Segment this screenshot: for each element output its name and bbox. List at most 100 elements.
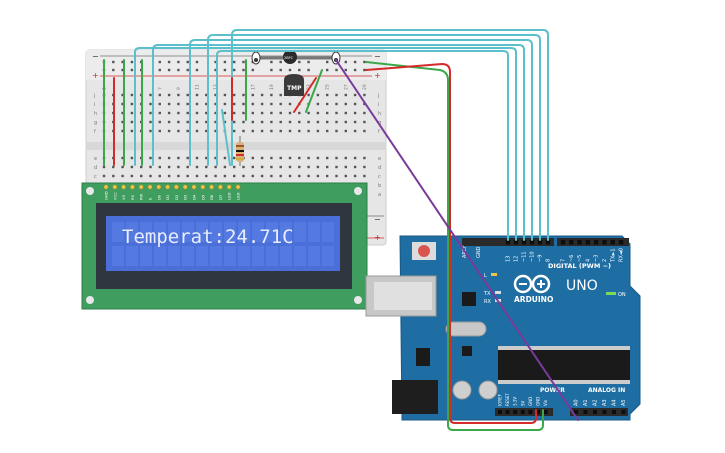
lcd-cell	[126, 246, 138, 266]
breadboard-hole	[130, 129, 134, 133]
lcd-pin-label: D6	[209, 194, 214, 200]
lcd-cell	[182, 246, 194, 266]
breadboard-hole	[130, 174, 134, 178]
breadboard-hole	[242, 174, 245, 178]
breadboard-hole	[363, 93, 366, 97]
breadboard-hole	[353, 120, 357, 124]
top-fixture[interactable]: 2BFC	[251, 50, 341, 65]
breadboard-hole	[223, 93, 227, 97]
breadboard-hole	[260, 111, 264, 115]
breadboard-hole	[316, 120, 320, 124]
wire-red-sensor[interactable]	[293, 77, 317, 113]
wire-a0-signal[interactable]	[335, 59, 579, 421]
row-letter: h	[94, 111, 97, 117]
breadboard-hole	[344, 111, 347, 115]
breadboard-hole	[149, 93, 152, 97]
breadboard-hole	[233, 165, 236, 169]
rail-hole	[130, 68, 134, 72]
breadboard-hole	[158, 111, 161, 115]
breadboard-hole	[316, 174, 320, 178]
breadboard-hole	[298, 120, 301, 124]
breadboard-hole	[102, 174, 106, 178]
wire-5v-to-arduino[interactable]	[365, 63, 537, 424]
reset-button[interactable]	[418, 245, 430, 257]
column-number: 25	[325, 84, 331, 90]
wire-d13[interactable]	[216, 50, 509, 241]
l-led-label: L	[484, 273, 487, 279]
rail-hole	[195, 60, 199, 64]
breadboard-hole	[260, 156, 264, 160]
breadboard-hole	[149, 129, 152, 133]
breadboard-hole	[298, 174, 301, 178]
breadboard-hole	[177, 102, 180, 106]
rail-hole	[326, 60, 329, 64]
lcd-pin	[226, 184, 232, 190]
header-pin	[543, 410, 548, 414]
lcd-cell	[196, 222, 208, 242]
breadboard-hole	[279, 156, 282, 160]
analog-pin-label: A4	[612, 399, 618, 406]
breadboard-hole	[158, 120, 161, 124]
breadboard-hole	[270, 129, 273, 133]
breadboard-hole	[167, 102, 171, 106]
breadboard-hole	[307, 93, 310, 97]
bottom-minus-label: −	[374, 215, 381, 224]
breadboard-hole	[260, 129, 264, 133]
lcd-cell	[308, 246, 320, 266]
column-number: 7	[157, 87, 163, 90]
header-pin	[521, 240, 527, 245]
breadboard-hole	[195, 120, 199, 124]
wire-gnd-to-arduino[interactable]	[365, 61, 544, 431]
lcd-cell	[294, 222, 306, 242]
breadboard-hole	[344, 174, 347, 178]
breadboard-hole	[270, 102, 273, 106]
wires[interactable]	[103, 29, 579, 431]
resistor[interactable]	[236, 136, 244, 166]
analog-label: ANALOG IN	[588, 387, 625, 394]
breadboard-hole	[186, 120, 189, 124]
lcd-cell	[154, 222, 166, 242]
lcd-pin-label: E	[148, 197, 153, 200]
breadboard-hole	[167, 174, 171, 178]
breadboard-hole	[242, 102, 245, 106]
breadboard-hole	[121, 174, 124, 178]
wire-d8[interactable]	[231, 29, 549, 241]
fixture-pin	[254, 58, 258, 62]
rail-hole	[279, 60, 282, 64]
breadboard-hole	[214, 156, 217, 160]
header-pin	[583, 410, 588, 414]
breadboard-hole	[214, 174, 217, 178]
temperature-sensor[interactable]: TMP	[284, 74, 304, 96]
breadboard-hole	[242, 129, 245, 133]
arduino-logo-icon	[513, 274, 551, 294]
breadboard-hole	[335, 174, 338, 178]
rail-hole	[279, 68, 282, 72]
wire-d9[interactable]	[207, 34, 541, 241]
wire-green-sensor[interactable]	[305, 69, 323, 113]
digital-pin-label: ~11	[522, 251, 528, 262]
breadboard-hole	[344, 129, 347, 133]
column-number: 19	[269, 84, 275, 90]
lcd-pin	[129, 184, 135, 190]
breadboard-hole	[149, 156, 152, 160]
wire-d10[interactable]	[189, 39, 533, 241]
row-letter: d	[378, 165, 381, 171]
breadboard-hole	[205, 129, 208, 133]
rail-hole	[326, 68, 329, 72]
breadboard-hole	[158, 129, 161, 133]
wire-cyan-short[interactable]	[221, 109, 231, 166]
breadboard-hole	[158, 93, 161, 97]
atmega-pins-bottom	[498, 380, 630, 384]
wire-d12[interactable]	[134, 47, 517, 241]
rail-hole	[177, 60, 180, 64]
breadboard-hole	[223, 156, 227, 160]
lcd-cell	[224, 246, 236, 266]
breadboard-hole	[158, 102, 161, 106]
breadboard-hole	[251, 102, 254, 106]
breadboard-hole	[260, 174, 264, 178]
